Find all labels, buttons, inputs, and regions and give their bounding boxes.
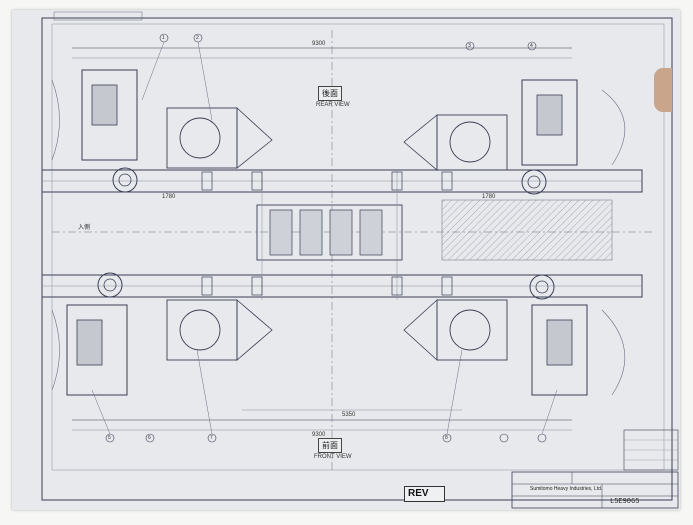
drawing-sheet: 後面 REAR VIEW 前面 FRONT VIEW 入側 9300 9300 … xyxy=(12,10,680,510)
balloon-label: 2 xyxy=(196,35,199,41)
front-view-label: 前面 xyxy=(318,438,342,453)
rear-view-sub: REAR VIEW xyxy=(316,102,350,108)
drawing-number: L5E9065 xyxy=(610,498,640,506)
dim-bottom-overall: 9300 xyxy=(312,432,326,438)
balloon-label: 6 xyxy=(148,435,151,441)
dim-left: 1780 xyxy=(162,194,176,200)
balloon-label: 1 xyxy=(162,35,165,41)
revision-box: REV xyxy=(404,486,445,502)
balloon-label: 3 xyxy=(468,43,471,49)
front-view-sub: FRONT VIEW xyxy=(314,454,352,460)
rear-view-label: 後面 xyxy=(318,86,342,101)
dim-top-overall: 9300 xyxy=(312,41,326,47)
dim-right: 1780 xyxy=(482,194,496,200)
engineering-drawing xyxy=(41,11,679,509)
finger-thumb xyxy=(654,68,672,112)
balloon-label: 8 xyxy=(445,435,448,441)
dim-bottom-span: 5350 xyxy=(342,412,356,418)
balloon-label: 5 xyxy=(108,435,111,441)
inlet-label: 入側 xyxy=(78,225,91,231)
balloon-label: 4 xyxy=(530,43,533,49)
company-name: Sumitomo Heavy Industries, Ltd. xyxy=(530,486,603,492)
balloon-label: 7 xyxy=(210,435,213,441)
